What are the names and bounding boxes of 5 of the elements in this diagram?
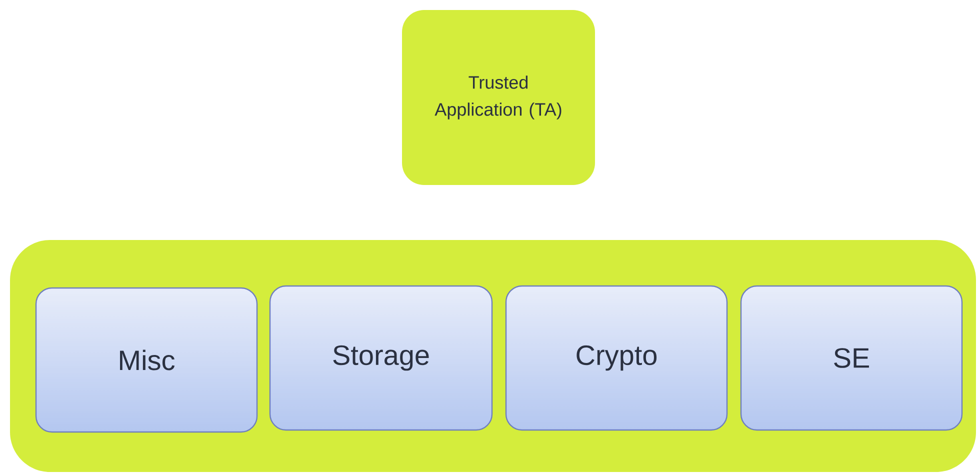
module-box: Crypto xyxy=(505,285,728,431)
module-box: Misc xyxy=(35,287,258,433)
module-box: SE xyxy=(740,285,963,431)
module-box: Storage xyxy=(269,285,493,431)
application-box: Trusted Application (TA) xyxy=(402,10,595,185)
